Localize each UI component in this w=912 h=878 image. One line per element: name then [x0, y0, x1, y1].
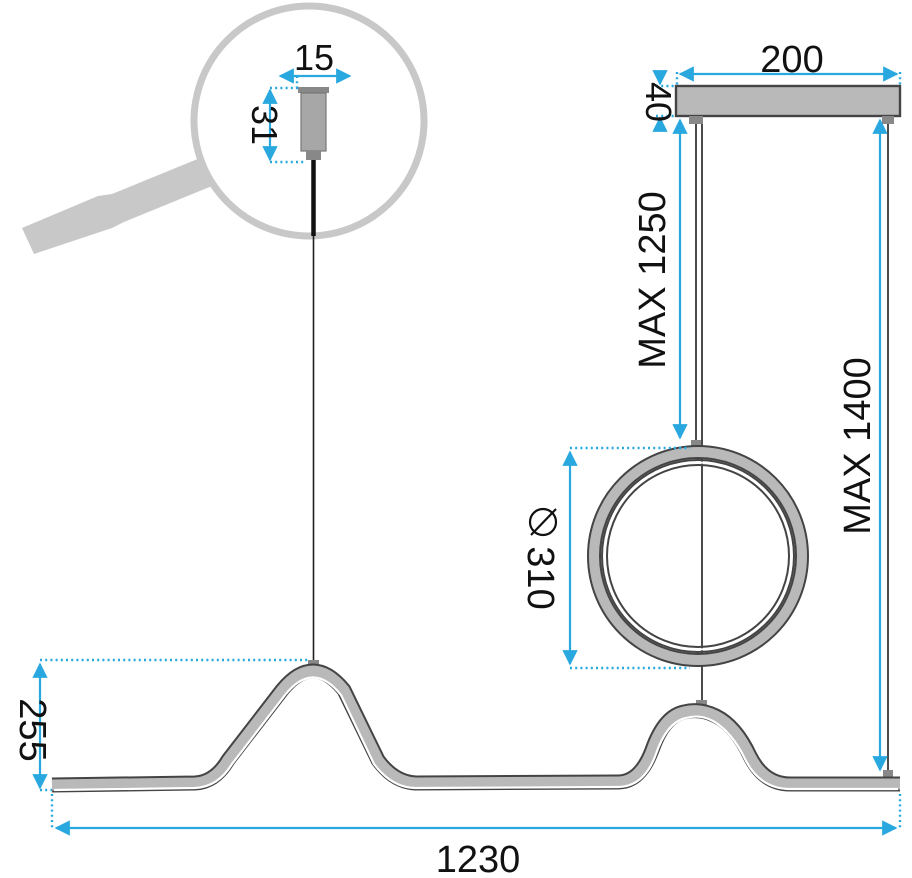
- canopy-height-label: 40: [638, 82, 679, 122]
- canopy-length-label: 200: [760, 39, 823, 81]
- wave-height-label: 255: [11, 698, 53, 761]
- connector-width-label: 15: [294, 37, 334, 78]
- connector-detail: [298, 87, 329, 236]
- diameter-symbol-icon: [528, 507, 558, 537]
- canopy-height-dimension: [652, 70, 676, 132]
- magnifier-icon: [22, 2, 428, 254]
- max-cable-bar-label: MAX 1400: [837, 357, 879, 534]
- ring-diameter-dimension: [562, 446, 690, 670]
- ceiling-canopy: [674, 84, 902, 124]
- canopy-length-dimension: [675, 66, 902, 86]
- max-cable-ring-label: MAX 1250: [632, 191, 674, 368]
- ring-lamp: [587, 440, 809, 667]
- ring-diameter-label: 310: [519, 546, 561, 609]
- connector-height-dimension: [262, 86, 305, 164]
- connector-height-label: 31: [244, 105, 285, 145]
- wave-height-dimension: [32, 658, 308, 792]
- wave-bar-lamp: [51, 660, 900, 793]
- total-length-dimension: [50, 794, 902, 836]
- total-length-label: 1230: [436, 839, 521, 878]
